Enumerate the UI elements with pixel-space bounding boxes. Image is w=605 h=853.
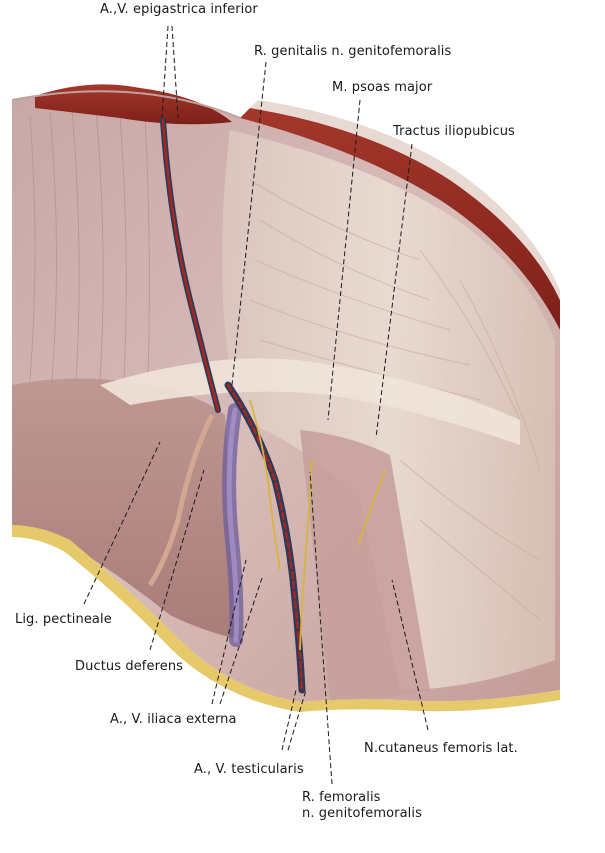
label-deferens: Ductus deferens	[75, 659, 184, 674]
label-testicularis: A., V. testicularis	[194, 762, 304, 777]
label-pectineale: Lig. pectineale	[15, 612, 112, 627]
psoas-muscle-region	[300, 430, 430, 700]
leader-lines	[83, 25, 429, 785]
label-femoralis: R. femoralis n. genitofemoralis	[302, 790, 422, 822]
rectus-fibres	[29, 109, 150, 381]
testicular-vessels	[224, 381, 306, 694]
skin-edge	[11, 90, 241, 119]
rectus-muscle-top	[35, 84, 232, 125]
label-iliopubicus: Tractus iliopubicus	[393, 124, 515, 139]
fat-border	[12, 525, 560, 712]
iliac-vessels	[222, 403, 244, 647]
abdominal-muscle-rim	[240, 108, 560, 330]
label-femoralis-line1: R. femoralis	[302, 790, 381, 805]
label-cutaneus: N.cutaneus femoris lat.	[364, 741, 518, 756]
label-psoas: M. psoas major	[332, 80, 433, 95]
ductus-deferens	[147, 413, 215, 587]
pelvic-area	[12, 378, 240, 640]
label-iliaca: A., V. iliaca externa	[110, 712, 237, 727]
label-femoralis-line2: n. genitofemoralis	[302, 806, 422, 821]
epigastric-vessels	[160, 117, 221, 413]
iliac-fascia	[222, 130, 555, 690]
iliopubic-tract	[100, 358, 520, 445]
label-genitalis: R. genitalis n. genitofemoralis	[254, 44, 452, 59]
label-epigastrica: A.,V. epigastrica inferior	[100, 2, 258, 17]
